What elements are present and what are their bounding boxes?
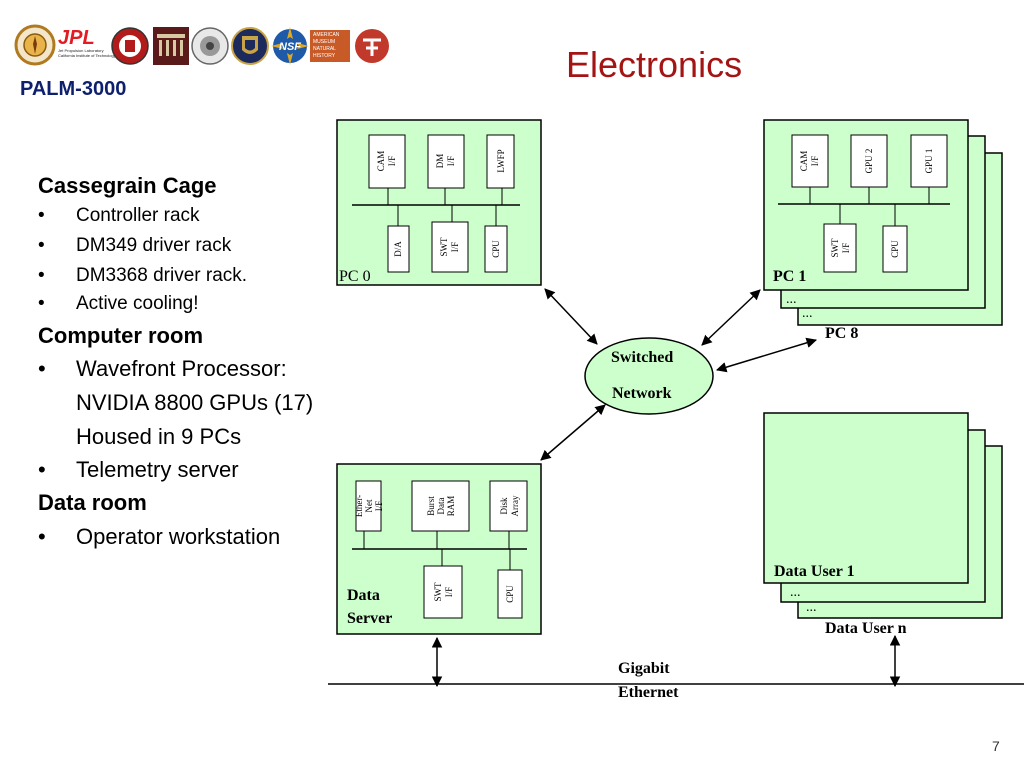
pc0-cam-if-label: CAMI/F [376,151,397,172]
pc1-gpu1-label: GPU 1 [924,149,934,174]
network-label-1: Switched [611,349,674,366]
ds-cpu-label: CPU [505,585,515,603]
ethernet-label-2: Ethernet [618,684,679,701]
list-item: Housed in 9 PCs [76,424,242,449]
pc1-cpu-label: CPU [890,240,900,258]
amnh-logo: AMERICAN MUSEUM NATURAL HISTORY [310,30,350,62]
pc0-dm-if-label: DMI/F [435,154,456,169]
pc0-da-label: D/A [393,241,403,257]
bullet: • [38,356,46,381]
bullet: • [38,293,45,314]
slide-title: Electronics [566,44,743,85]
list-item: DM349 driver rack [76,235,232,256]
section-heading: Cassegrain Cage [38,173,217,198]
ds-disk-array-label: DiskArray [499,495,520,516]
data-server-label-2: Server [347,610,393,627]
data-user-stack [763,412,1003,619]
caltech-seal-icon [14,24,56,66]
bullet: • [38,457,46,482]
ds-burst-ram-label: BurstDataRAM [426,496,456,517]
oxford-seal-icon [231,27,269,65]
page-number: 7 [992,738,1000,754]
nsf-logo-icon: NSF [271,27,309,65]
data-user-ellipsis-2: ... [806,600,817,615]
network-label-2: Network [612,385,672,402]
jpl-logo: JPL Jet Propulsion Laboratory California… [58,27,116,58]
list-item: Operator workstation [76,524,281,549]
network-switch [584,337,714,415]
data-user-n-label: Data User n [825,620,907,637]
svg-text:NSF: NSF [279,41,301,53]
pc1-swt-if-label: SWTI/F [830,238,851,258]
pc8-label: PC 8 [825,325,859,342]
ucsb-seal-icon [191,27,229,65]
pc0-block [336,119,542,286]
bullet: • [38,524,46,549]
ethernet-label-1: Gigabit [618,660,670,677]
project-name: PALM-3000 [20,78,127,100]
list-item: Wavefront Processor: [76,356,287,381]
pc1-cam-if-label: CAMI/F [799,151,820,172]
section-heading: Computer room [38,323,203,348]
bullet: • [38,205,45,226]
bullet: • [38,265,45,286]
ds-swt-if-label: SWTI/F [433,582,454,602]
ds-ethernet-if-label: Ether-NetI/F [354,495,384,517]
red-logo-icon [355,29,389,63]
list-item: DM3368 driver rack. [76,265,248,286]
pc1-stack [763,119,1003,326]
list-item: Telemetry server [76,457,239,482]
pc-ellipsis-2: ... [802,306,813,321]
pc0-swt-if-label: SWTI/F [439,237,460,257]
pc1-gpu2-label: GPU 2 [864,149,874,174]
cornell-seal-icon [111,27,149,65]
list-item: Controller rack [76,205,200,226]
pc0-cpu-label: CPU [491,240,501,258]
data-server-label-1: Data [347,587,380,604]
pc0-label: PC 0 [339,268,371,285]
section-heading: Data room [38,490,147,515]
pc0-lwfp-label: LWFP [496,149,506,172]
list-item: NVIDIA 8800 GPUs (17) [76,390,314,415]
pc1-label: PC 1 [773,268,807,285]
library-logo-icon [153,27,189,65]
list-item: Active cooling! [76,293,199,314]
bullet: • [38,235,45,256]
data-server-block [336,463,542,635]
pc-ellipsis-1: ... [786,292,797,307]
data-user-1-label: Data User 1 [774,563,855,580]
data-user-ellipsis-1: ... [790,585,801,600]
